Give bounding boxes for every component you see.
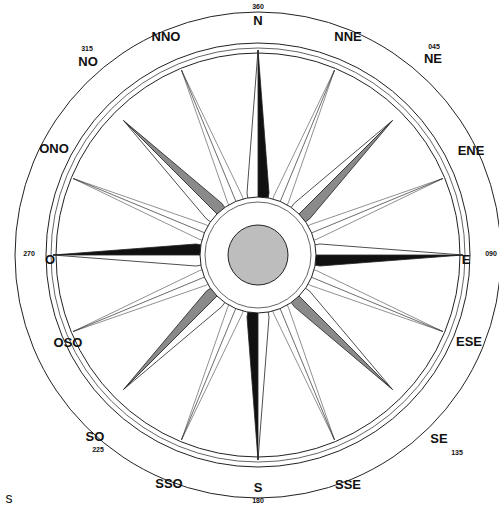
bearing-number: 180 xyxy=(252,497,264,504)
direction-label: ENE xyxy=(458,144,485,157)
direction-label: E xyxy=(462,253,471,266)
direction-label: NE xyxy=(424,52,442,65)
direction-label: NO xyxy=(78,55,98,68)
bearing-number: 135 xyxy=(451,449,463,456)
direction-label: SSO xyxy=(155,477,182,490)
direction-label: SO xyxy=(86,430,105,443)
direction-label: S xyxy=(254,481,263,494)
stray-letter: s xyxy=(6,491,13,505)
direction-label: O xyxy=(45,253,55,266)
bearing-number: 225 xyxy=(92,446,104,453)
bearing-number: 045 xyxy=(428,43,440,50)
direction-label: ONO xyxy=(39,142,69,155)
bearing-number: 315 xyxy=(81,45,93,52)
direction-label: SE xyxy=(430,432,447,445)
bearing-number: 360 xyxy=(252,3,264,10)
direction-label: SSE xyxy=(335,478,361,491)
direction-label: N xyxy=(253,14,262,27)
direction-label: ESE xyxy=(456,335,482,348)
direction-label: OSO xyxy=(54,336,83,349)
direction-label: NNE xyxy=(334,30,361,43)
direction-label: NNO xyxy=(152,30,181,43)
bearing-number: 270 xyxy=(23,250,35,257)
bearing-number: 090 xyxy=(485,250,497,257)
